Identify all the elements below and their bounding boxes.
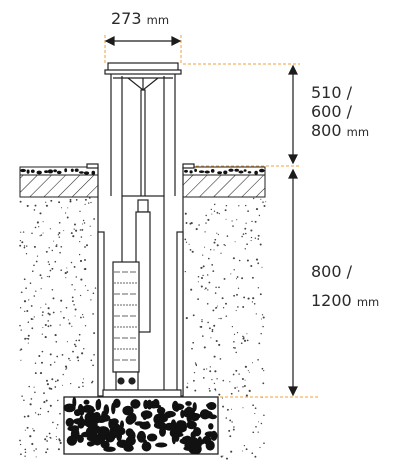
- pit-casing: [86, 163, 195, 397]
- height-above-line2: 600 /: [311, 101, 353, 121]
- surface-gravel: [20, 168, 265, 175]
- soil-fill: [19, 197, 267, 460]
- height-above-line1: 510 /: [311, 83, 353, 102]
- hydraulic-unit: [102, 195, 182, 398]
- depth-below-unit: mm: [356, 294, 380, 309]
- width-dimension-label: 273 mm: [111, 9, 170, 29]
- depth-below-label: 800 / 1200 mm: [311, 258, 379, 316]
- depth-below-line1: 800 /: [311, 262, 353, 281]
- height-above-unit: mm: [346, 124, 370, 139]
- dimension-arrows: [104, 36, 298, 397]
- stone-base: [63, 396, 219, 455]
- depth-below-line2: 1200: [311, 290, 352, 310]
- width-unit: mm: [146, 13, 170, 27]
- bollard-column: [104, 62, 182, 201]
- dimension-guides: [104, 35, 320, 398]
- height-above-line3: 800: [311, 120, 342, 140]
- width-value: 273: [111, 9, 142, 28]
- height-above-label: 510 / 600 / 800 mm: [311, 83, 370, 141]
- hydraulic-unit-ribs: [114, 271, 138, 361]
